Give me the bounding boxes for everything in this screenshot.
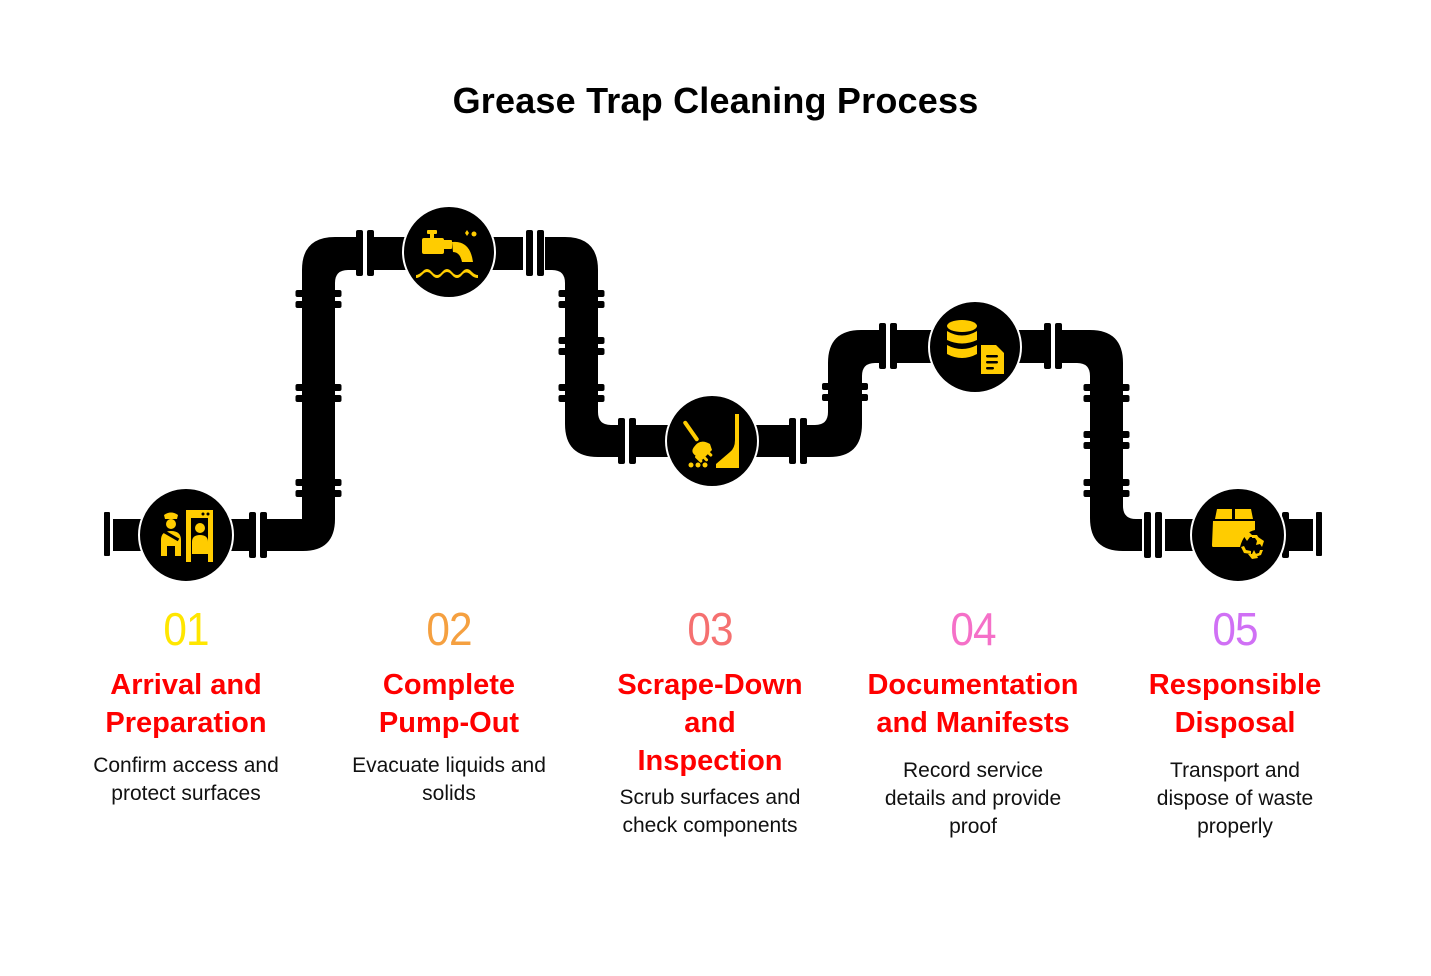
step-heading: Responsible Disposal xyxy=(1148,669,1322,739)
step-2-node xyxy=(402,205,496,299)
step-number: 03 xyxy=(687,603,733,655)
step-number: 02 xyxy=(426,603,472,655)
step-3-node xyxy=(665,394,759,488)
step-3: 03 Scrape-Down and Inspection Scrub surf… xyxy=(580,604,840,840)
step-1-node xyxy=(138,487,234,583)
step-description: Evacuate liquids and solids xyxy=(352,754,546,805)
step-5: 05 Responsible Disposal Transport and di… xyxy=(1105,604,1365,841)
step-1: 01 Arrival and Preparation Confirm acces… xyxy=(56,604,316,808)
sweeping-rake-icon xyxy=(683,414,739,468)
step-heading: Complete Pump-Out xyxy=(378,669,520,739)
pipe xyxy=(104,230,1322,558)
database-document-icon xyxy=(947,320,1004,374)
step-number: 04 xyxy=(950,603,996,655)
step-5-node xyxy=(1190,487,1286,583)
step-description: Transport and dispose of waste properly xyxy=(1156,759,1314,838)
step-4: 04 Documentation and Manifests Record se… xyxy=(843,604,1103,841)
step-description: Record service details and provide proof xyxy=(884,759,1062,838)
box-recycle-icon xyxy=(1212,509,1264,559)
step-4-node xyxy=(928,300,1022,394)
step-2: 02 Complete Pump-Out Evacuate liquids an… xyxy=(319,604,579,808)
step-description: Scrub surfaces and check components xyxy=(619,786,801,837)
step-heading: Scrape-Down and Inspection xyxy=(617,669,803,777)
security-checkpoint-icon xyxy=(161,510,213,562)
step-heading: Arrival and Preparation xyxy=(105,669,267,739)
page-title: Grease Trap Cleaning Process xyxy=(452,80,979,121)
step-heading: Documentation and Manifests xyxy=(867,669,1079,739)
step-number: 01 xyxy=(163,603,209,655)
step-description: Confirm access and protect surfaces xyxy=(93,754,279,805)
tap-water-drain-icon xyxy=(416,230,478,278)
step-number: 05 xyxy=(1212,603,1258,655)
